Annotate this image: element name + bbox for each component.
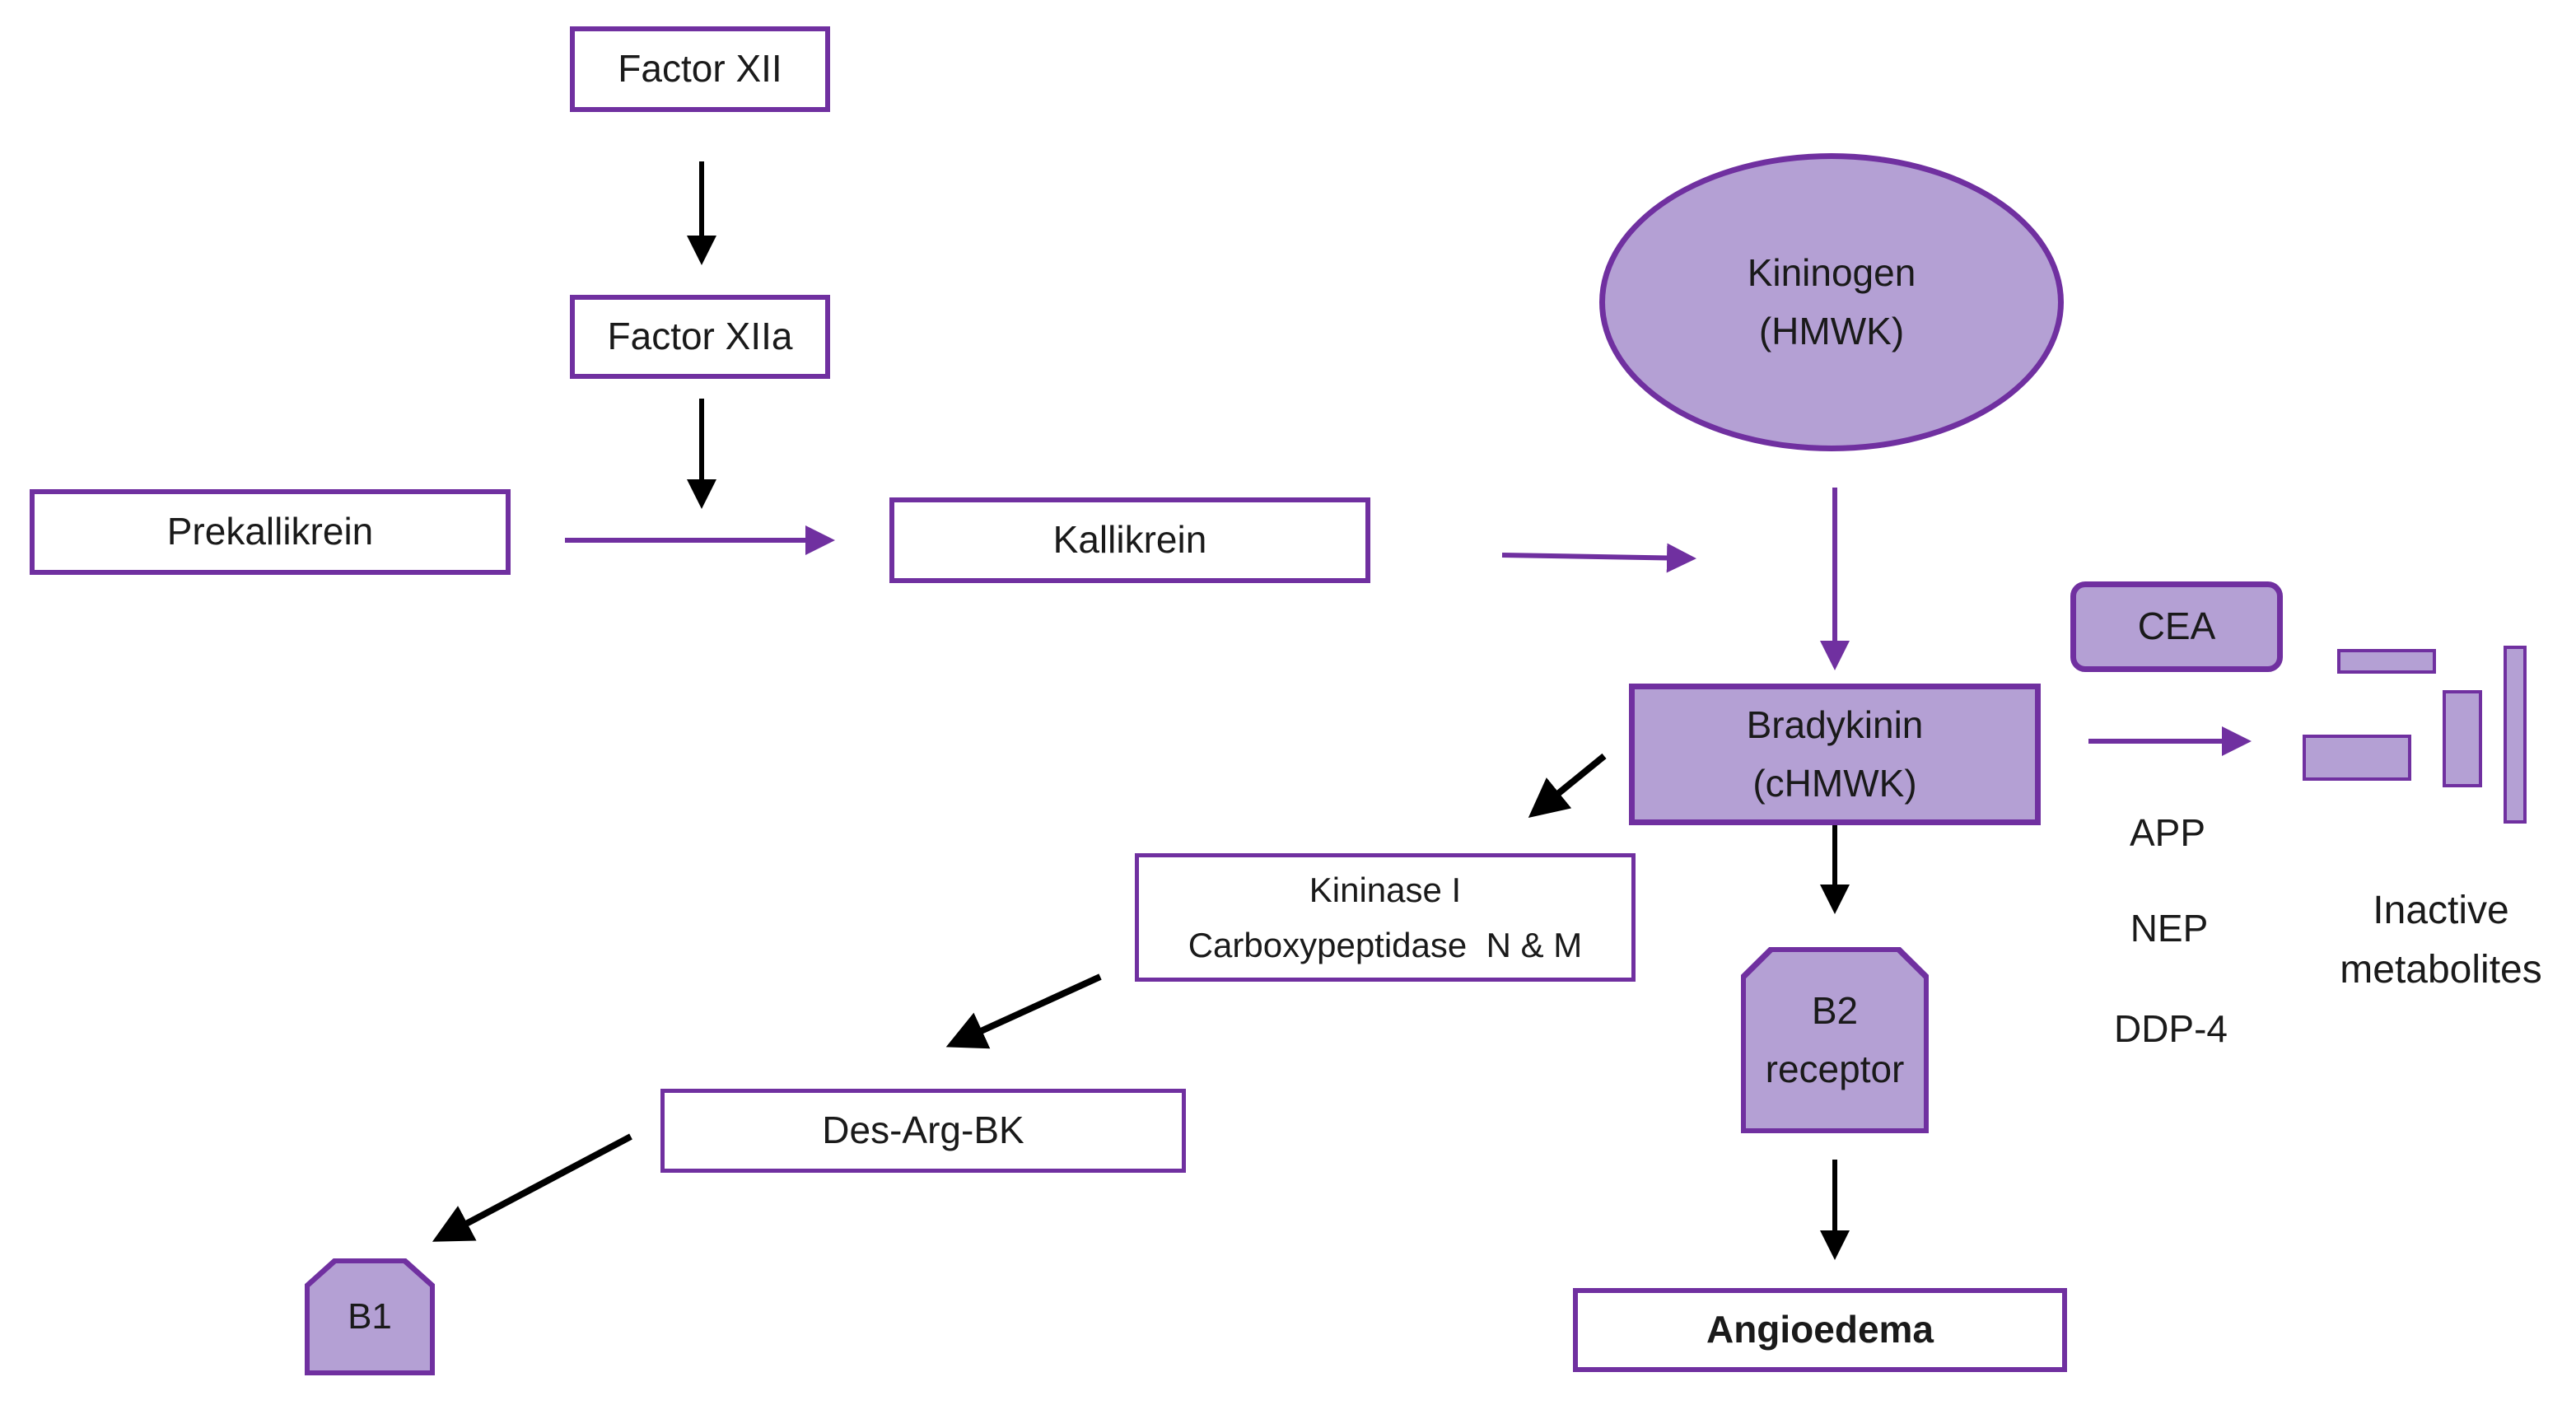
b2-label: B2 (1811, 988, 1859, 1032)
kallikrein-label: Kallikrein (1052, 518, 1207, 562)
prekallikrein-box: Prekallikrein (30, 489, 511, 575)
metabolite-fragment-2 (2303, 735, 2411, 781)
b1-label: B1 (348, 1295, 392, 1337)
prekallikrein-label: Prekallikrein (166, 510, 374, 553)
arrow-bradykinin-to-kininase (1528, 753, 1607, 819)
arrow-kininase-to-desargbk (945, 973, 1102, 1049)
chmwk-label: (cHMWK) (1752, 762, 1917, 805)
b2-receptor: B2 receptor (1741, 947, 1929, 1133)
kininogen-ellipse: Kininogen (HMWK) (1599, 153, 2064, 451)
bradykinin-box: Bradykinin (cHMWK) (1629, 684, 2041, 825)
inactive-metabolites-label: Inactive metabolites (2311, 881, 2571, 1000)
app-label: APP (2129, 811, 2206, 855)
ddp4-label: DDP-4 (2113, 1007, 2228, 1051)
inactive-label: Inactive (2373, 889, 2509, 932)
kallikrein-box: Kallikrein (889, 497, 1370, 583)
metabolite-fragment-4 (2504, 646, 2527, 824)
bradykinin-label: Bradykinin (1746, 702, 1924, 746)
arrow-kallikrein-to-kininogen (1501, 543, 1696, 573)
metabolite-fragment-1 (2337, 649, 2436, 674)
receptor-label: receptor (1765, 1048, 1905, 1090)
arrow-desargbk-to-b1 (432, 1133, 632, 1242)
kininogen-label: Kininogen (1747, 250, 1916, 294)
cea-box: CEA (2070, 581, 2283, 672)
angioedema-box: Angioedema (1573, 1288, 2067, 1372)
kininase-box: Kininase I Carboxypeptidase N & M (1135, 853, 1636, 982)
enzyme-app: APP (2095, 807, 2240, 860)
cea-label: CEA (2137, 604, 2216, 648)
nep-label: NEP (2130, 907, 2209, 950)
factor-xiia-box: Factor XIIa (570, 295, 830, 379)
factor-xii-box: Factor XII (570, 26, 830, 112)
hmwk-label: (HMWK) (1758, 310, 1905, 352)
enzyme-ddp4: DDP-4 (2097, 1003, 2245, 1056)
factor-xiia-label: Factor XIIa (607, 315, 793, 358)
b1-receptor: B1 (305, 1258, 435, 1375)
angioedema-label: Angioedema (1706, 1308, 1934, 1351)
des-arg-bk-label: Des-Arg-BK (822, 1109, 1024, 1152)
metabolite-fragment-3 (2443, 690, 2482, 787)
metabolites-label: metabolites (2340, 948, 2542, 992)
factor-xii-label: Factor XII (618, 47, 782, 91)
enzyme-nep: NEP (2097, 903, 2242, 955)
carboxypeptidase-label: Carboxypeptidase N & M (1188, 926, 1583, 964)
des-arg-bk-box: Des-Arg-BK (660, 1089, 1186, 1173)
kininase-label: Kininase I (1309, 870, 1462, 909)
